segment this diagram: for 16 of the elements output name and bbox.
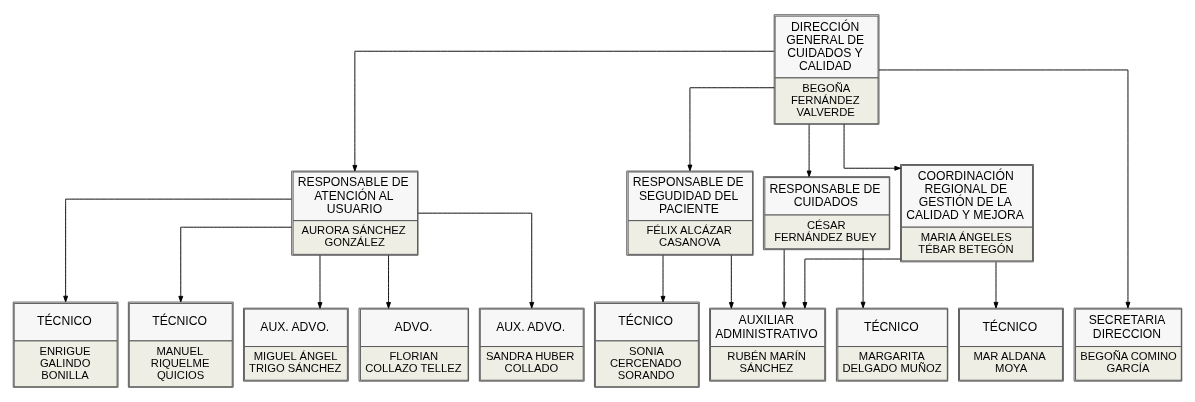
arrow (386, 255, 391, 309)
arrow (63, 198, 292, 303)
arrow (687, 87, 775, 172)
arrow (878, 69, 1131, 309)
arrow (728, 255, 734, 309)
arrow (352, 50, 775, 172)
arrow (860, 249, 866, 309)
arrow (178, 226, 292, 303)
arrow (806, 124, 812, 178)
arrow (843, 123, 901, 171)
arrow (993, 261, 999, 309)
arrow (802, 258, 901, 309)
arrow (417, 212, 535, 309)
arrow (317, 255, 323, 309)
arrow (660, 255, 666, 303)
arrow (781, 249, 787, 309)
